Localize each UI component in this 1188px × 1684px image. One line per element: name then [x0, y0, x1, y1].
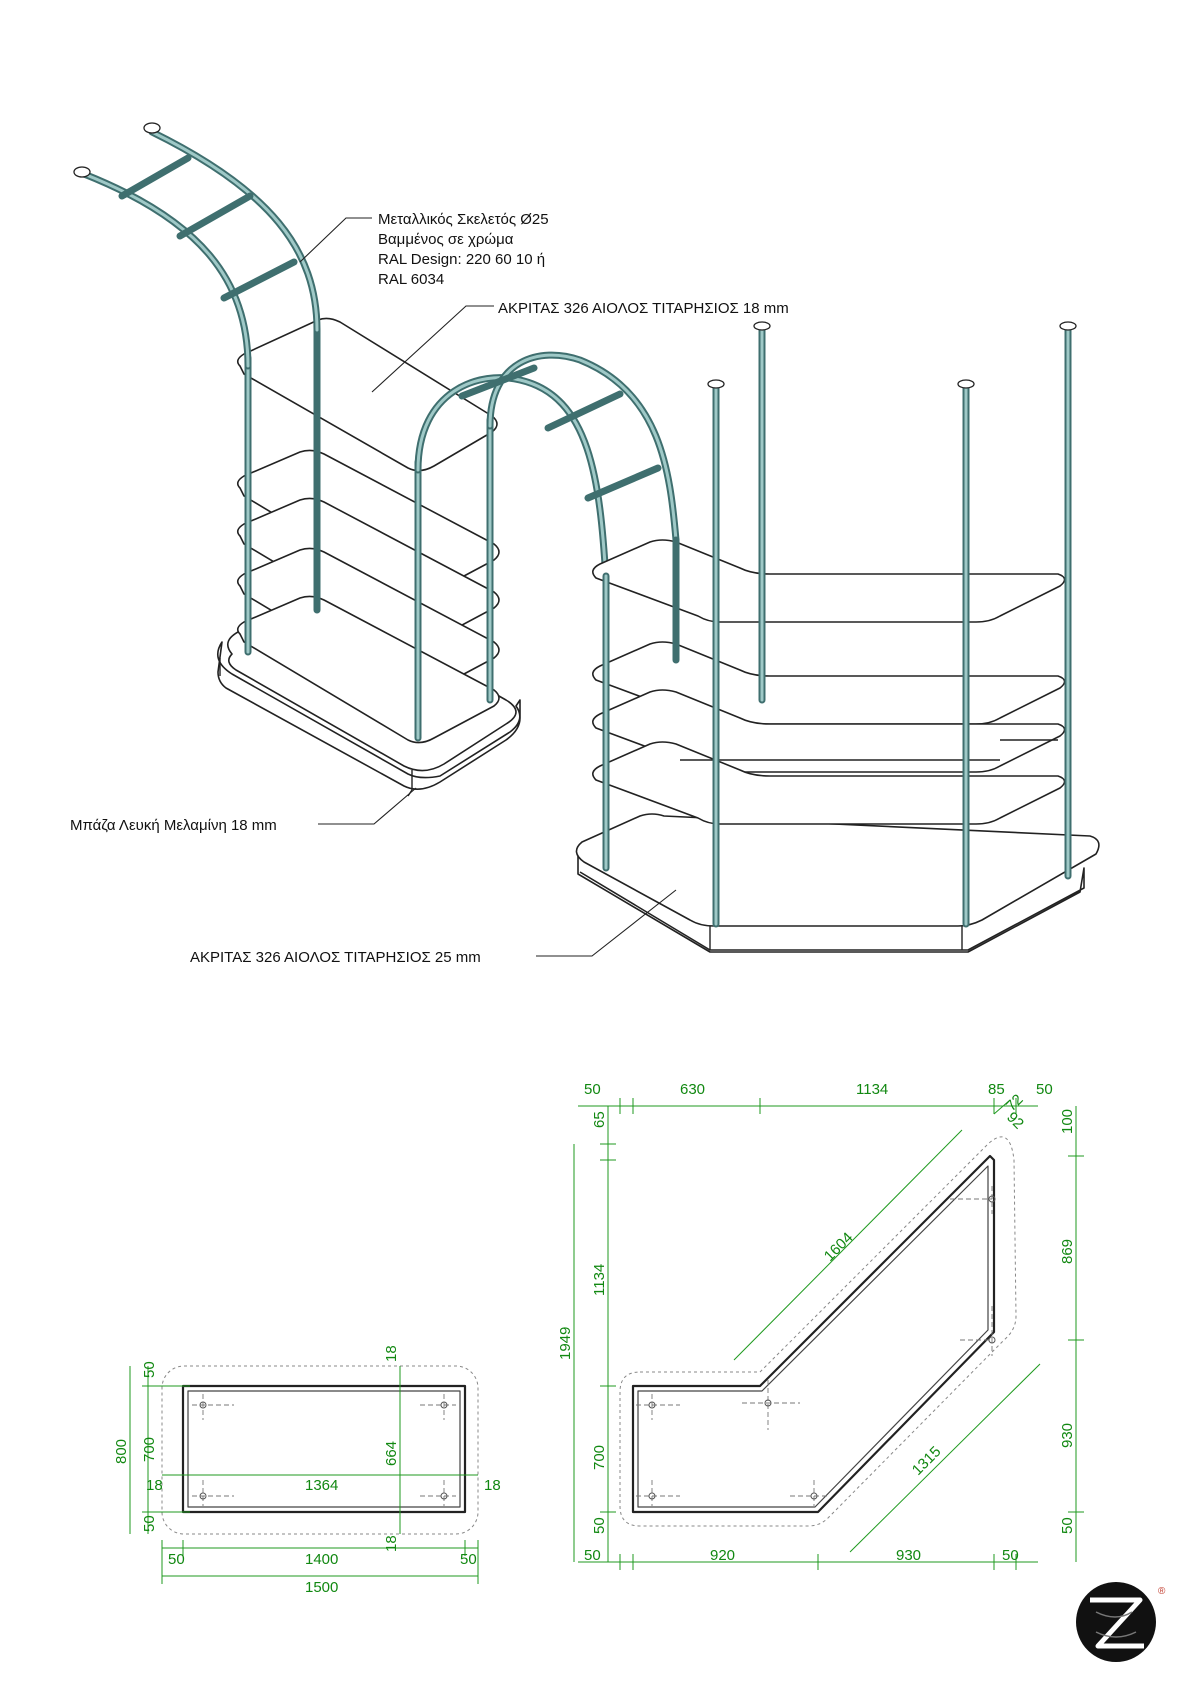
right-plan-view: 50 630 1134 85 50 92 72 65 1134 1949 700… — [557, 1081, 1084, 1570]
right-plan-left-65: 65 — [591, 1111, 608, 1128]
right-plan-top-50-right: 50 — [1036, 1081, 1053, 1098]
right-plan-dimension-lines — [573, 1098, 1084, 1570]
right-plan-top-50-left: 50 — [584, 1081, 601, 1098]
left-plan-dim-18-left: 18 — [146, 1477, 163, 1494]
right-plan-right-869: 869 — [1059, 1239, 1076, 1264]
right-plan-bottom-930: 930 — [896, 1547, 921, 1564]
left-plan-dim-1400: 1400 — [305, 1551, 338, 1568]
left-plan-dim-50-bottom: 50 — [141, 1515, 158, 1532]
right-unit-posts — [602, 321, 1077, 928]
shelf-material-callout: ΑΚΡΙΤΑΣ 326 ΑΙΟΛΟΣ ΤΙΤΑΡΗΣΙΟΣ 18 mm — [498, 300, 789, 317]
left-plan-dim-18-bottom: 18 — [383, 1535, 400, 1552]
left-plan-view: 50 700 50 800 18 664 18 18 1364 18 50 14… — [113, 1345, 501, 1596]
right-plan-left-50: 50 — [591, 1517, 608, 1534]
right-unit-shelves — [592, 539, 1066, 825]
right-plan-left-1134: 1134 — [591, 1264, 608, 1296]
left-plan-dim-18-top: 18 — [383, 1345, 400, 1362]
left-unit-posts — [244, 326, 494, 742]
left-arch-frame — [73, 122, 321, 370]
frame-callout-line-4: RAL 6034 — [378, 271, 444, 288]
right-plan-top-72: 72 — [1003, 1091, 1027, 1115]
left-plan-dim-50-top: 50 — [141, 1361, 158, 1378]
middle-arch-frame — [414, 351, 680, 584]
right-plan-top-85: 85 — [988, 1081, 1005, 1098]
left-plan-dimension-lines — [129, 1366, 479, 1584]
right-plan-diagonal-1315: 1315 — [909, 1443, 945, 1479]
brand-logo: ® — [1076, 1582, 1166, 1662]
left-plan-dim-800: 800 — [113, 1439, 130, 1464]
left-plan-dim-50-right: 50 — [460, 1551, 477, 1568]
right-unit-base — [575, 813, 1100, 953]
left-plan-dim-700: 700 — [141, 1437, 158, 1462]
bottom-material-callout: ΑΚΡΙΤΑΣ 326 ΑΙΟΛΟΣ ΤΙΤΑΡΗΣΙΟΣ 25 mm — [190, 949, 481, 966]
right-plan-left-700: 700 — [591, 1445, 608, 1470]
registered-mark: ® — [1158, 1586, 1166, 1597]
left-plan-dim-664: 664 — [383, 1441, 400, 1466]
right-plan-right-50: 50 — [1059, 1517, 1076, 1534]
left-plan-post-marks — [192, 1394, 456, 1506]
right-plan-right-100: 100 — [1059, 1109, 1076, 1134]
right-plan-diagonal-1604: 1604 — [821, 1229, 857, 1265]
left-plan-dim-1364: 1364 — [305, 1477, 338, 1494]
left-plan-dim-50-left: 50 — [168, 1551, 185, 1568]
right-plan-bottom-50-left: 50 — [584, 1547, 601, 1564]
frame-callout-line-2: Βαμμένος σε χρώμα — [378, 231, 514, 248]
right-plan-right-930: 930 — [1059, 1423, 1076, 1448]
left-unit-shelves — [236, 317, 500, 744]
right-plan-top-1134: 1134 — [856, 1081, 888, 1098]
right-plan-bottom-50-right: 50 — [1002, 1547, 1019, 1564]
base-material-callout: Μπάζα Λευκή Μελαμίνη 18 mm — [70, 817, 277, 834]
right-plan-bottom-920: 920 — [710, 1547, 735, 1564]
callout-leaders — [299, 217, 677, 957]
right-plan-left-1949: 1949 — [557, 1327, 574, 1360]
left-plan-dim-18-right: 18 — [484, 1477, 501, 1494]
frame-callout-line-3: RAL Design: 220 60 10 ή — [378, 251, 545, 268]
left-plan-dim-1500: 1500 — [305, 1579, 338, 1596]
frame-callout-line-1: Μεταλλικός Σκελετός Ø25 — [378, 211, 549, 228]
isometric-view: Μεταλλικός Σκελετός Ø25 Βαμμένος σε χρώμ… — [70, 122, 1100, 966]
right-plan-top-630: 630 — [680, 1081, 705, 1098]
right-plan-post-marks — [636, 1186, 996, 1506]
